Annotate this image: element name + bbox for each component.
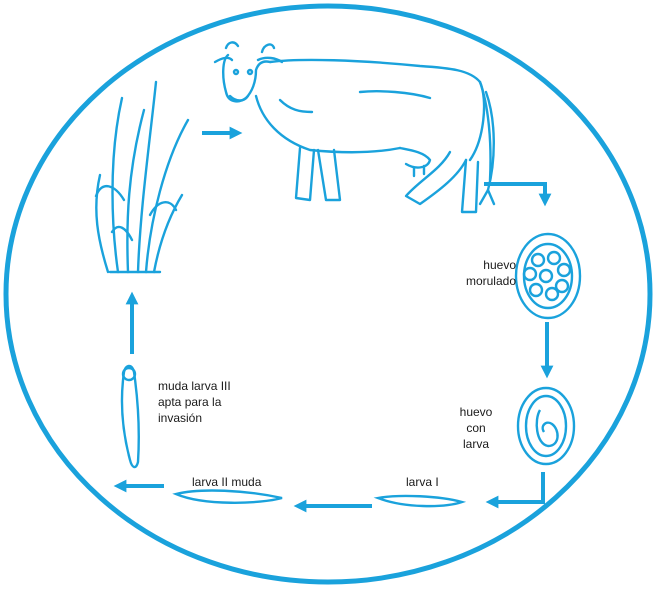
cow-icon (215, 42, 494, 212)
egg-larva-icon (518, 388, 574, 464)
label-larva-3: muda larva III apta para la invasión (158, 378, 231, 426)
larva-2-icon (176, 491, 282, 503)
label-huevo-morulado: huevo morulado (432, 257, 516, 289)
label-larva-2: larva II muda (192, 474, 261, 490)
label-larva-1: larva I (406, 474, 439, 490)
larva-3-icon (122, 366, 139, 467)
arrow-egglarva-to-larva1 (492, 472, 543, 502)
larva-1-icon (378, 496, 462, 506)
arrow-cow-to-egg (484, 184, 545, 200)
egg-morula-icon (516, 234, 580, 318)
grass-icon (96, 82, 188, 272)
cycle-ellipse (6, 6, 650, 582)
label-huevo-con-larva: huevo con larva (456, 404, 496, 452)
